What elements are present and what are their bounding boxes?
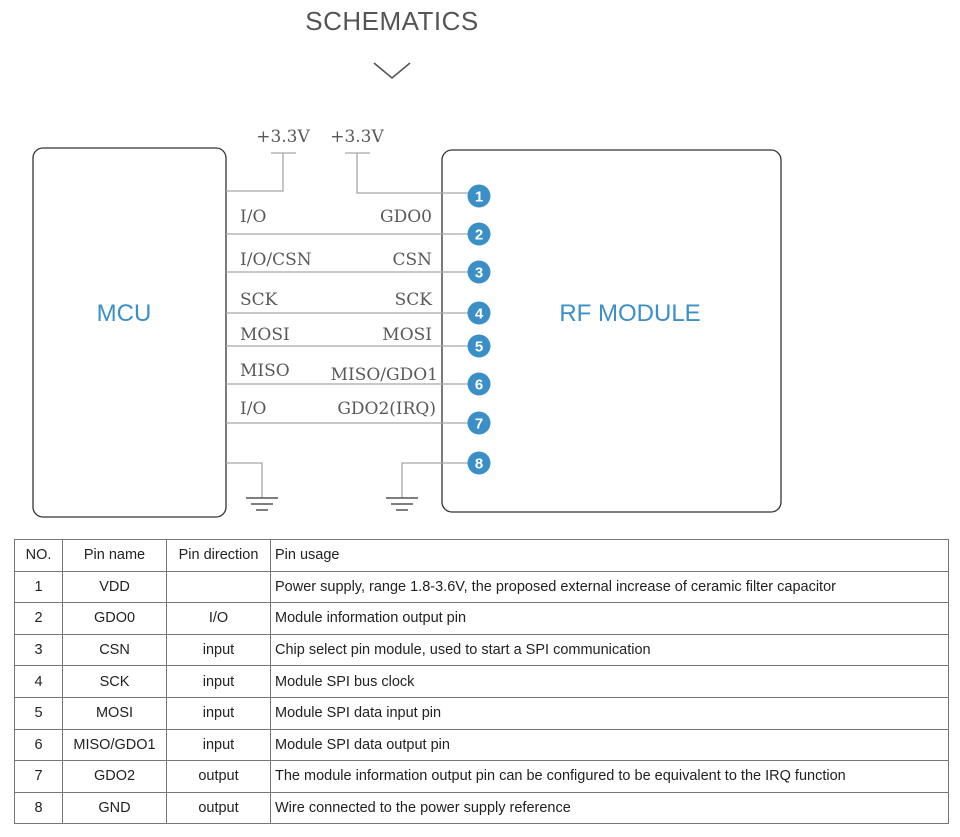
pin-badge-6: 6 [467, 372, 491, 396]
mcu-block [32, 147, 227, 518]
cell-pin-direction: I/O [166, 602, 271, 635]
rf-module-label: RF MODULE [559, 300, 700, 327]
svg-text:4: 4 [475, 306, 484, 323]
table-row: 7 GDO2 output The module information out… [14, 760, 949, 793]
cell-pin-name: GND [62, 791, 167, 825]
cell-pin-direction: output [166, 760, 271, 793]
table-row: 5 MOSI input Module SPI data input pin [14, 696, 949, 730]
svg-text:5: 5 [475, 339, 483, 356]
cell-pin-name: CSN [62, 633, 167, 667]
mcu-pin-label: I/O [240, 399, 266, 419]
module-pin-label: GDO2(IRQ) [337, 399, 436, 419]
cell-no: 8 [14, 791, 63, 825]
cell-pin-usage: Module SPI data input pin [270, 696, 949, 730]
mcu-pin-label: SCK [240, 290, 278, 310]
cell-pin-usage: Chip select pin module, used to start a … [270, 633, 949, 667]
cell-pin-name: MISO/GDO1 [62, 728, 167, 762]
pin-table: NO. Pin name Pin direction Pin usage 1 V… [14, 539, 949, 825]
mcu-pin-label: MISO [240, 361, 290, 381]
cell-pin-usage: Power supply, range 1.8-3.6V, the propos… [270, 570, 949, 604]
pin-badge-4: 4 [467, 301, 491, 325]
table-row: 6 MISO/GDO1 input Module SPI data output… [14, 728, 949, 762]
cell-no: 5 [14, 696, 63, 730]
cell-pin-usage: The module information output pin can be… [270, 760, 949, 793]
table-row: 2 GDO0 I/O Module information output pin [14, 602, 949, 635]
table-row: 4 SCK input Module SPI bus clock [14, 665, 949, 698]
cell-pin-usage: Wire connected to the power supply refer… [270, 791, 949, 825]
supply-label-mcu: +3.3V [256, 127, 310, 147]
cell-pin-usage: Module SPI data output pin [270, 728, 949, 762]
chevron-down-icon [373, 62, 411, 80]
mcu-pin-label: I/O [240, 207, 266, 227]
cell-pin-direction [166, 570, 271, 604]
svg-text:8: 8 [475, 456, 483, 473]
cell-no: 1 [14, 570, 63, 604]
header-no: NO. [14, 539, 63, 572]
header-pin-usage: Pin usage [270, 539, 949, 572]
cell-pin-name: VDD [62, 570, 167, 604]
rf-module-block [441, 149, 782, 513]
cell-no: 4 [14, 665, 63, 698]
svg-text:2: 2 [475, 227, 483, 244]
schematic-diagram: MCU RF MODULE +3.3V +3.3V I/O I/O/CSN S [32, 62, 782, 518]
svg-text:7: 7 [475, 416, 483, 433]
module-pin-label: MOSI [382, 325, 432, 345]
cell-pin-usage: Module information output pin [270, 602, 949, 635]
cell-pin-name: GDO0 [62, 602, 167, 635]
table-row: 3 CSN input Chip select pin module, used… [14, 633, 949, 667]
header-pin-direction: Pin direction [166, 539, 271, 572]
cell-pin-direction: input [166, 633, 271, 667]
mcu-label: MCU [97, 300, 152, 327]
cell-pin-direction: input [166, 665, 271, 698]
cell-pin-usage: Module SPI bus clock [270, 665, 949, 698]
table-row: 1 VDD Power supply, range 1.8-3.6V, the … [14, 570, 949, 604]
mcu-pin-label: MOSI [240, 325, 290, 345]
pin-badge-8: 8 [467, 451, 491, 475]
cell-no: 7 [14, 760, 63, 793]
cell-no: 6 [14, 728, 63, 762]
cell-pin-name: SCK [62, 665, 167, 698]
svg-text:3: 3 [475, 265, 483, 282]
cell-pin-direction: output [166, 791, 271, 825]
svg-text:6: 6 [475, 377, 483, 394]
cell-pin-name: GDO2 [62, 760, 167, 793]
module-pin-label: CSN [392, 250, 432, 270]
header-pin-name: Pin name [62, 539, 167, 572]
pin-badge-3: 3 [467, 260, 491, 284]
cell-pin-direction: input [166, 696, 271, 730]
page-title: SCHEMATICS [305, 6, 479, 36]
pin-badge-1: 1 [467, 184, 491, 208]
ground-icon [386, 497, 418, 511]
mcu-pin-label: I/O/CSN [240, 250, 312, 270]
ground-icon [246, 497, 278, 511]
pin-badge-5: 5 [467, 334, 491, 358]
cell-no: 3 [14, 633, 63, 667]
cell-pin-name: MOSI [62, 696, 167, 730]
table-header-row: NO. Pin name Pin direction Pin usage [14, 539, 949, 572]
cell-pin-direction: input [166, 728, 271, 762]
supply-label-module: +3.3V [330, 127, 384, 147]
svg-text:1: 1 [475, 189, 483, 206]
module-pin-label: SCK [395, 290, 433, 310]
pin-badge-7: 7 [467, 411, 491, 435]
cell-no: 2 [14, 602, 63, 635]
module-pin-label: GDO0 [380, 207, 432, 227]
pin-badge-2: 2 [467, 222, 491, 246]
module-pin-label: MISO/GDO1 [331, 365, 438, 385]
table-row: 8 GND output Wire connected to the power… [14, 791, 949, 825]
